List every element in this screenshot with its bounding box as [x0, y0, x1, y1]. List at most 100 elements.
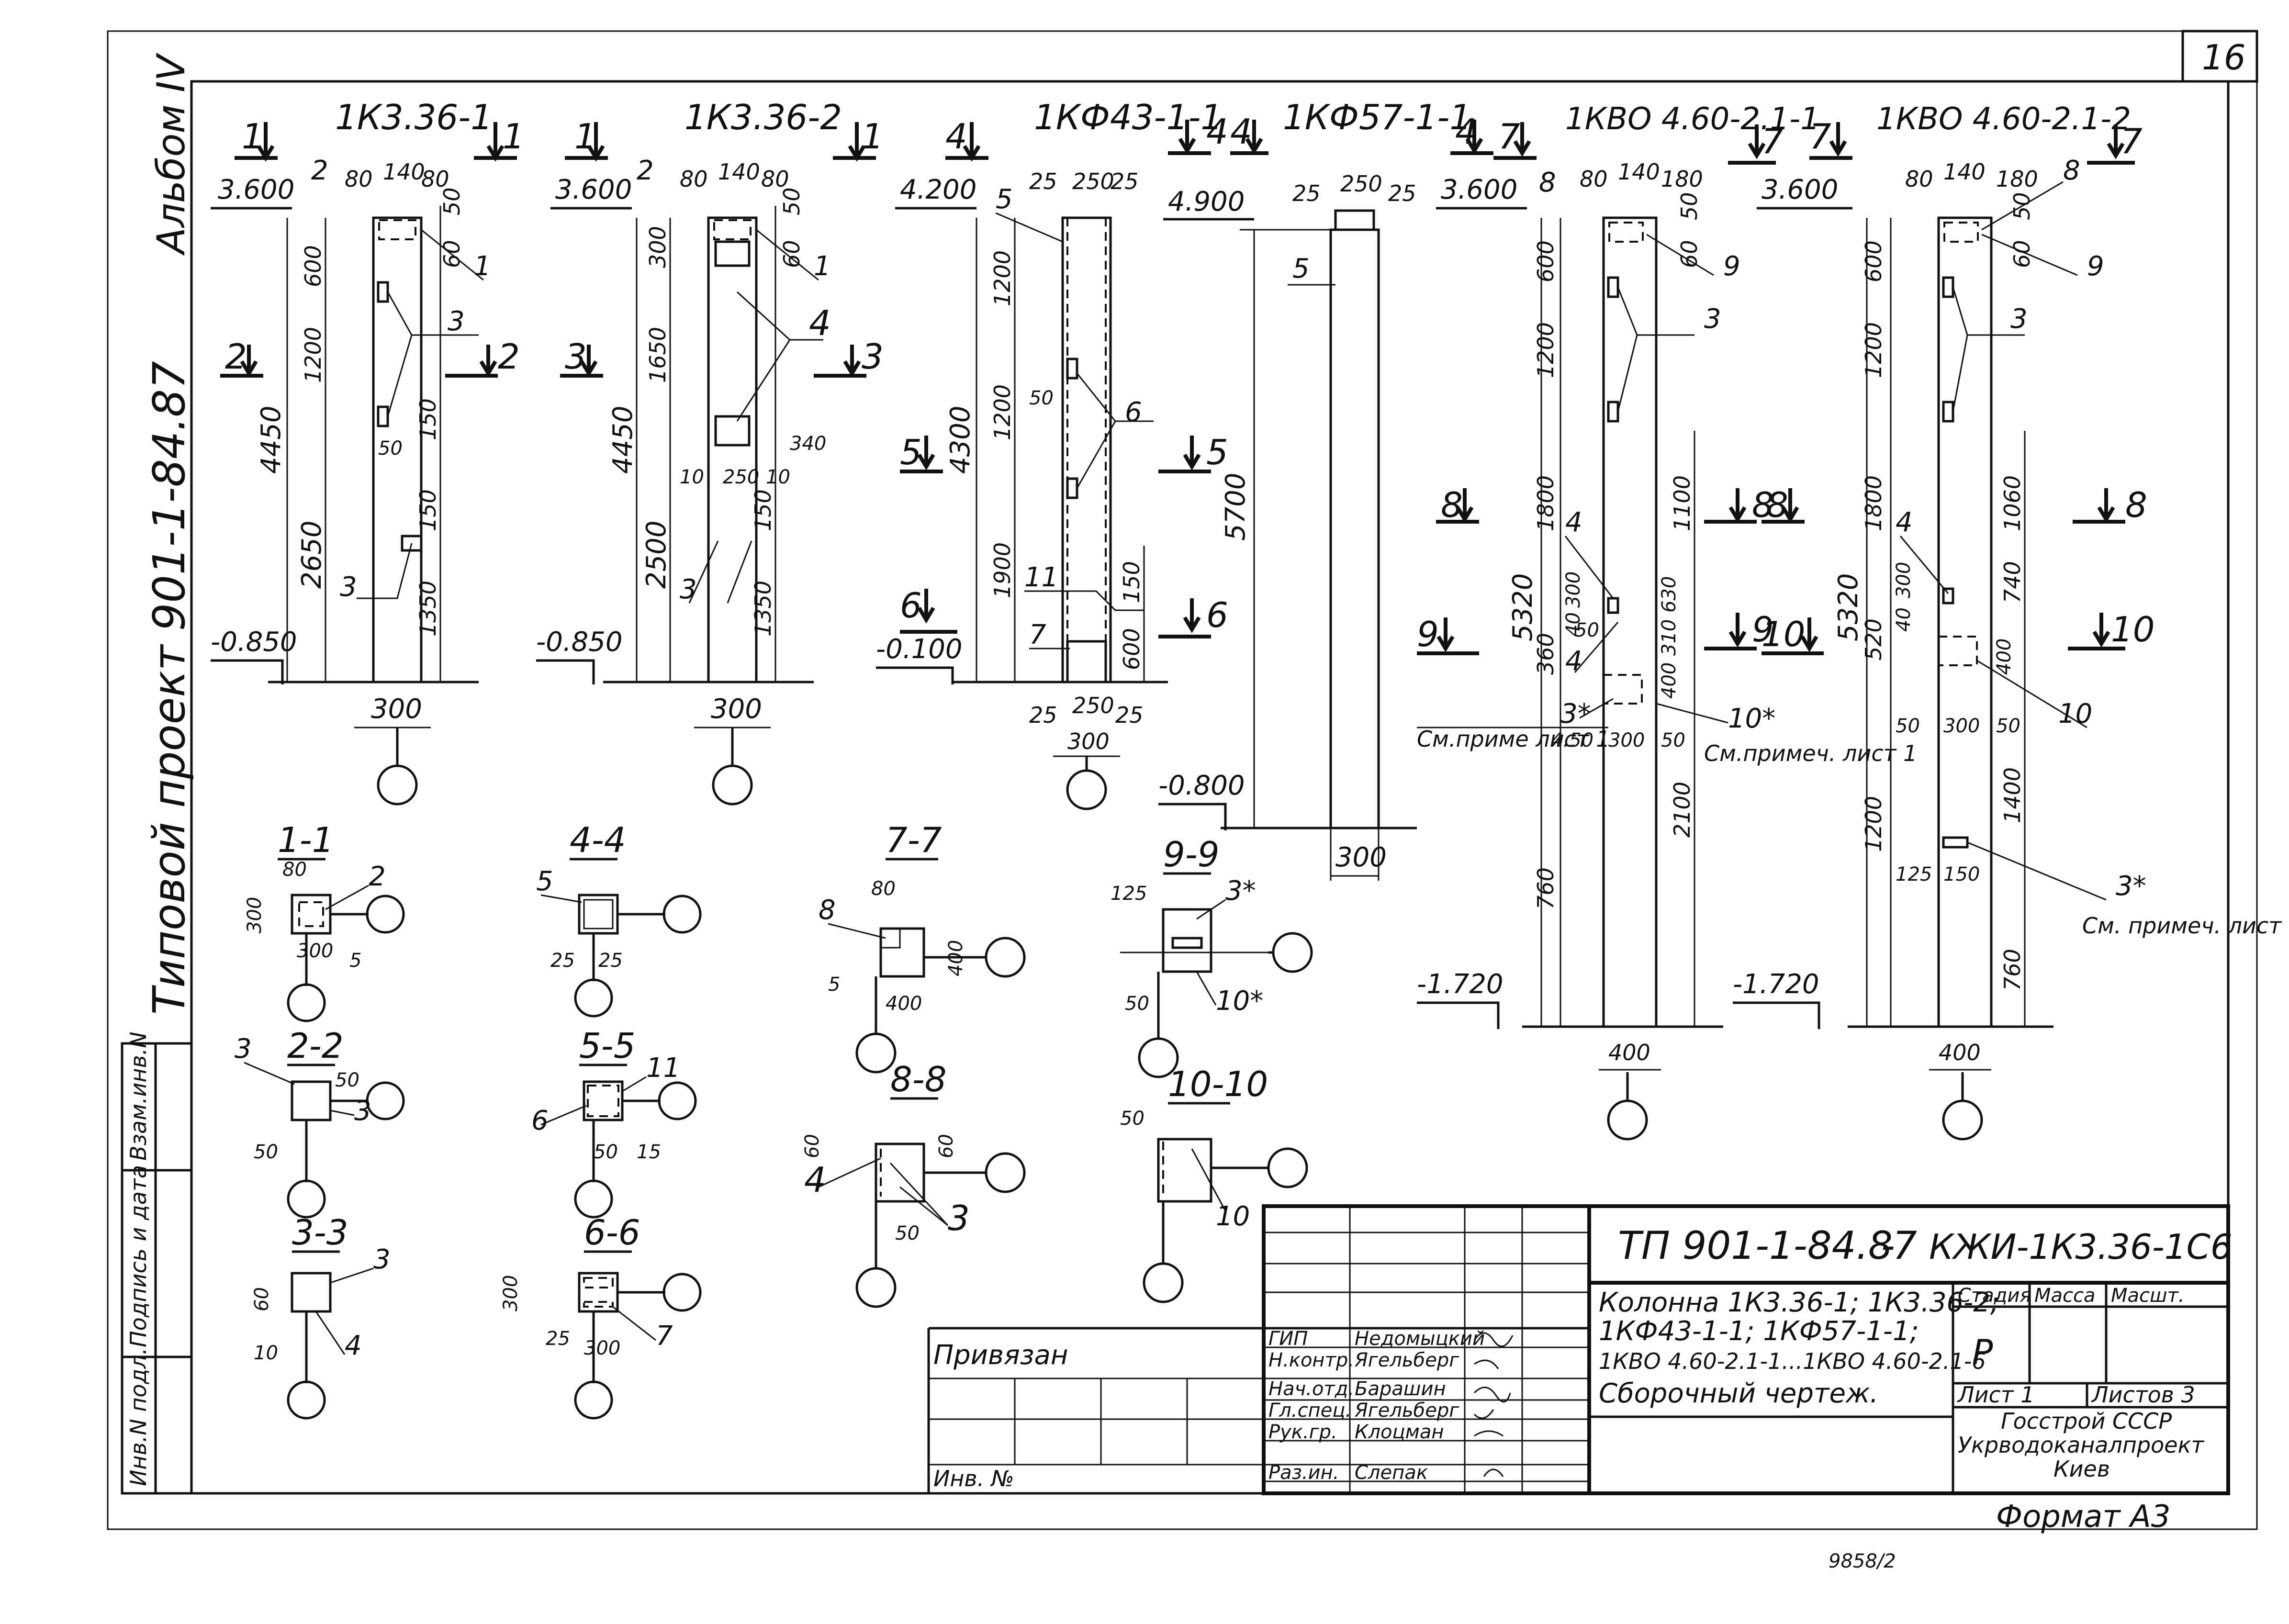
desc-line-2: 1КФ43-1-1; 1КФ57-1-1;	[1599, 1316, 1919, 1347]
callout-3a: 3	[448, 306, 465, 337]
dim-1200b: 1200	[989, 384, 1015, 440]
dim-25a: 25	[1029, 168, 1057, 194]
desc-line-3: 1КВО 4.60-2.1-1...1КВО 4.60-2.1-6	[1599, 1348, 1986, 1374]
section-mark-top-left: 7	[1809, 116, 1831, 157]
callout-3: 3	[948, 1198, 970, 1238]
section-mark-top-right: 7	[2121, 121, 2143, 161]
org-line-2: Укрводоканалпроект	[1958, 1432, 2204, 1458]
dim-150: 150	[1119, 561, 1144, 603]
dim-630: 630	[1658, 576, 1680, 613]
dim-400b: 400	[1939, 1040, 1981, 1065]
section-title: 6-6	[584, 1212, 640, 1253]
level-top: 3.600	[218, 174, 294, 205]
org-line-3: Киев	[2053, 1456, 2110, 1482]
dim-520: 520	[1861, 618, 1886, 661]
dim-80a: 80	[680, 166, 708, 192]
dim-50b: 50	[1575, 619, 1599, 641]
dim-125: 125	[1896, 863, 1932, 885]
column-1k3-36-1: 1К3.36-1 1 1 3.600 80 140 80 50 60 600 1…	[211, 97, 525, 806]
callout-8: 8	[1539, 167, 1556, 198]
sheet-number-box	[2181, 30, 2258, 83]
inv-no-label: Инв. №	[933, 1466, 1014, 1491]
section-mark-9-left: 9	[1417, 614, 1439, 654]
dim-80: 80	[871, 878, 896, 900]
callout-6: 6	[1125, 397, 1142, 428]
signature-marks	[1473, 1332, 1514, 1477]
section-mark-6-right: 6	[1206, 595, 1228, 635]
dim-150: 150	[750, 489, 776, 531]
dim-80: 80	[1580, 166, 1608, 192]
dim-150b: 150	[415, 489, 441, 531]
callout-3b: 3	[340, 571, 357, 603]
section-mark-3-right: 3	[862, 336, 884, 377]
dim-360: 360	[1533, 633, 1559, 675]
section-mark-top-left: 4	[1230, 112, 1252, 152]
name-3: Барашин	[1355, 1378, 1446, 1400]
dim-50b: 50	[254, 1141, 278, 1163]
column-1kvo-4-60-2-1-2: 1КВО 4.60-2.1-2 7 7 3.600 80 140 180 50 …	[1733, 101, 2289, 1141]
role-5: Рук.гр.	[1268, 1421, 1337, 1443]
note-a: См. примеч. лист 1	[2082, 913, 2289, 939]
dim-60a: 60	[801, 1134, 823, 1158]
role-4: Гл.спец.	[1268, 1400, 1351, 1422]
dim-40: 40	[1893, 607, 1915, 632]
role-6: Раз.ин.	[1268, 1462, 1339, 1484]
col-header-mass: Масса	[2034, 1285, 2096, 1307]
dim-250b: 250	[1072, 693, 1114, 718]
dim-300: 300	[645, 226, 671, 268]
callout-9: 9	[1723, 251, 1740, 282]
callout-5: 5	[1292, 253, 1310, 284]
dim-15: 15	[637, 1141, 661, 1163]
dim-1400: 1400	[1999, 767, 2025, 823]
level-bottom: -1.720	[1733, 969, 1819, 1000]
callout-2: 2	[311, 155, 328, 186]
note-b: См.приме лист 1	[1417, 726, 1610, 752]
section-title: 8-8	[890, 1059, 947, 1099]
level-bottom: -0.850	[536, 627, 623, 658]
column-1kf43-1-1: 1КФ43-1-1 4 4 4.200 25 250 25 1200 1200 …	[876, 97, 1228, 810]
section-mark-top-left: 4	[945, 116, 967, 157]
section-mark-top-right: 4	[1206, 112, 1228, 152]
dim-4300: 4300	[945, 405, 976, 474]
dim-25a: 25	[1292, 180, 1321, 206]
section-mark-top-right: 1	[862, 116, 884, 157]
callout-8: 8	[2063, 155, 2080, 186]
callout-4: 4	[809, 303, 831, 343]
format-label: Формат А3	[1996, 1499, 2171, 1534]
dim-80: 80	[1905, 166, 1933, 192]
dim-1200: 1200	[300, 327, 326, 383]
name-4: Ягельберг	[1354, 1400, 1459, 1422]
dim-25: 25	[546, 1328, 570, 1350]
dim-760: 760	[1533, 867, 1559, 909]
callout-3a: 3	[235, 1033, 252, 1064]
dim-180: 180	[1661, 166, 1703, 192]
dim-4450: 4450	[256, 405, 287, 474]
section-mark-10-left: 10	[1762, 614, 1806, 654]
dim-600: 600	[1533, 240, 1559, 282]
callout-10: 10	[1216, 1201, 1250, 1232]
callout-10-star: 10*	[1216, 986, 1263, 1017]
section-mark-3-left: 3	[565, 336, 587, 377]
callout-3-star: 3*	[1225, 875, 1256, 907]
dim-60: 60	[2009, 240, 2035, 268]
dim-50c: 50	[1996, 715, 2020, 737]
dim-50: 50	[439, 187, 465, 215]
section-7-7: 7-7 80 400 400 5 8	[819, 820, 1026, 1074]
dim-1200: 1200	[1861, 322, 1886, 378]
callout-4b: 4	[1565, 646, 1582, 677]
dim-80b: 80	[421, 166, 449, 192]
archive-stamp: 9858/2	[1829, 1550, 1896, 1572]
dim-1200a: 1200	[989, 250, 1015, 306]
section-mark-8-left: 8	[1766, 485, 1788, 525]
section-8-8: 8-8 60 60 50 4 3	[801, 1059, 1026, 1308]
dim-300b: 300	[711, 694, 762, 725]
section-mark-2-right: 2	[498, 336, 520, 377]
left-strip: Инв.N подл. Подпись и дата Взам.инв.N	[121, 1031, 193, 1495]
callout-4: 4	[804, 1160, 826, 1200]
dim-1100: 1100	[1669, 475, 1695, 531]
dim-2500: 2500	[641, 520, 672, 589]
callout-3: 3	[373, 1244, 391, 1275]
section-mark-10-right: 10	[2111, 609, 2155, 650]
section-5-5: 5-5 50 15 6 11	[531, 1026, 697, 1219]
callout-6: 6	[531, 1105, 549, 1136]
